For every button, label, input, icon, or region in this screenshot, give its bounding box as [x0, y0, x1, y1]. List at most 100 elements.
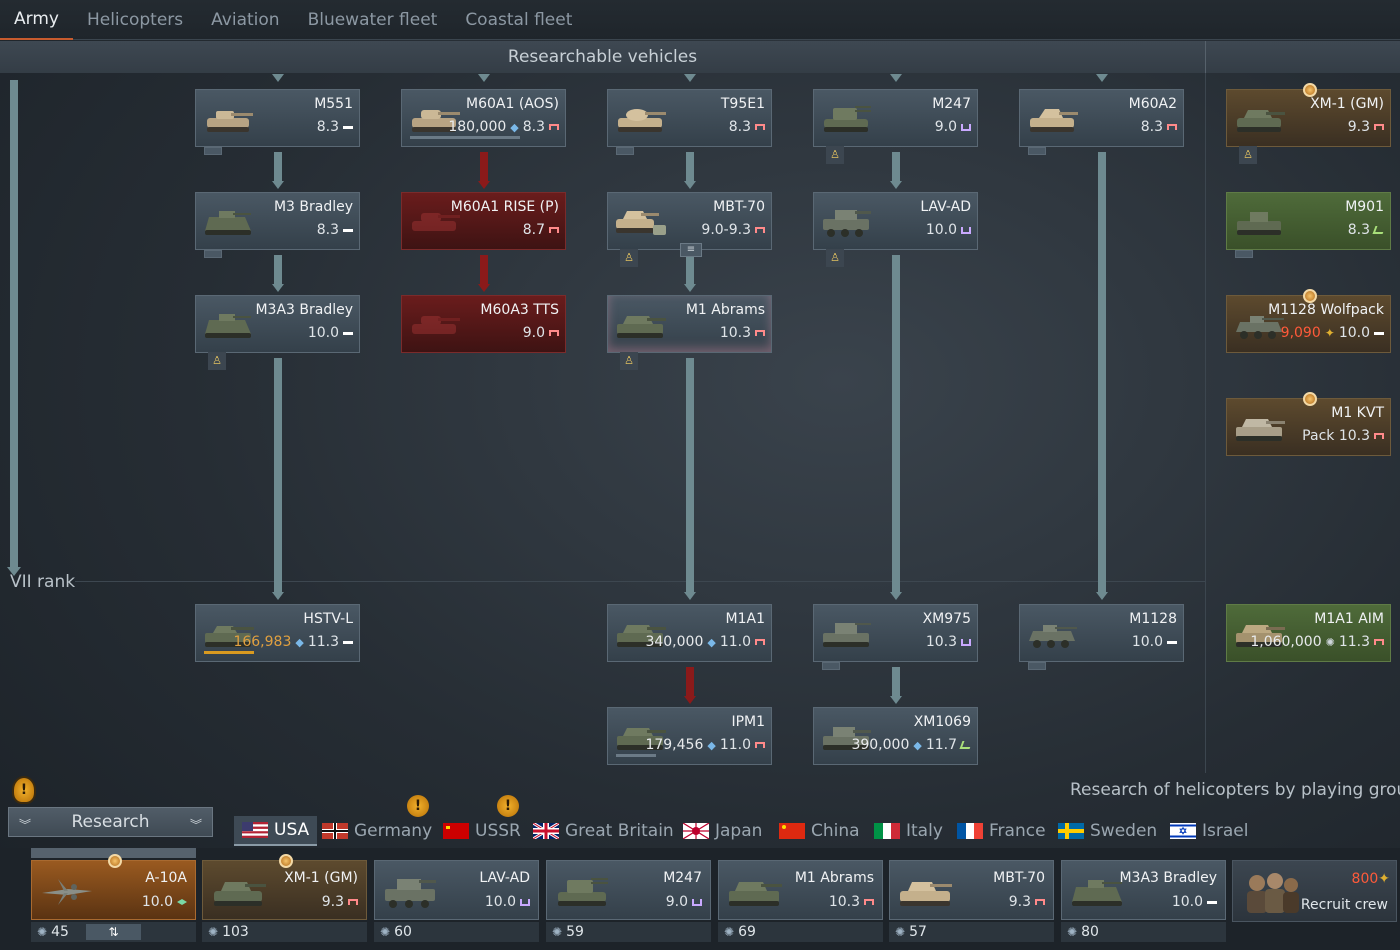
- medium-tank-icon: [1374, 124, 1384, 130]
- nation-tab-china[interactable]: China: [779, 816, 860, 846]
- nation-label: USA: [274, 820, 310, 840]
- vehicle-card-m60a1-rise-p[interactable]: M60A1 RISE (P) 8.7: [401, 192, 566, 250]
- vehicle-card-t95e1[interactable]: T95E1 8.3: [607, 89, 772, 155]
- vehicle-card-xm1-gm[interactable]: XM-1 (GM) 9.3 ♙: [1226, 83, 1391, 164]
- crew-slot-footer: ✺60: [374, 922, 539, 942]
- nation-tab-france[interactable]: France: [957, 816, 1046, 846]
- vehicle-card-m247[interactable]: M247 9.0 ♙: [813, 89, 978, 164]
- golden-eagle-icon: ✦: [1378, 871, 1390, 887]
- light-tank-icon: [343, 640, 353, 644]
- crew-slot-m3a3-bradley[interactable]: M3A3 Bradley 10.0: [1061, 860, 1226, 920]
- vehicle-card-m1128[interactable]: M1128 10.0: [1019, 604, 1184, 670]
- crew-skill-icon: ♙: [620, 352, 638, 370]
- selected-slot-indicator: [31, 848, 196, 858]
- nation-tab-usa[interactable]: USA: [234, 816, 318, 846]
- crew-slot-m1-abrams[interactable]: M1 Abrams 10.3: [718, 860, 883, 920]
- recruit-crew-button[interactable]: 800✦ Recruit crew: [1232, 860, 1397, 922]
- vehicle-card-m60a3-tts[interactable]: M60A3 TTS 9.0: [401, 295, 566, 353]
- light-tank-icon: [343, 125, 353, 129]
- japan-flag-icon: [683, 823, 709, 839]
- vehicle-card-m1a1[interactable]: M1A1 340,000◆11.0: [607, 604, 772, 662]
- crew-level: 69: [738, 924, 756, 940]
- tab-bluewater-fleet[interactable]: Bluewater fleet: [307, 9, 438, 30]
- tank-thumbnail: [214, 882, 266, 906]
- nation-tab-sweden[interactable]: Sweden: [1058, 816, 1157, 846]
- br-value: 10.3: [719, 325, 751, 341]
- tank-thumbnail: [729, 882, 782, 906]
- vehicle-name: M551: [314, 96, 353, 112]
- vehicle-card-m551[interactable]: M551 8.3: [195, 89, 360, 155]
- nation-label: Germany: [354, 821, 433, 841]
- spaa-thumbnail: [823, 623, 871, 647]
- nation-tab-great-britain[interactable]: Great Britain: [533, 816, 674, 846]
- crew-slot-m247[interactable]: M247 9.0: [546, 860, 711, 920]
- tab-coastal-fleet[interactable]: Coastal fleet: [465, 9, 573, 30]
- vehicle-card-m3-bradley[interactable]: M3 Bradley 8.3: [195, 192, 360, 258]
- section-header: Researchable vehicles: [0, 41, 1400, 73]
- tank-thumbnail: [900, 882, 952, 906]
- br-value: 11.7: [925, 737, 957, 753]
- warning-icon[interactable]: !: [12, 776, 36, 804]
- vehicle-class-tabs: Army Helicopters Aviation Bluewater flee…: [0, 0, 1400, 40]
- battle-rating: 1,060,000✺11.3: [1250, 634, 1384, 650]
- nation-tab-israel[interactable]: Israel: [1170, 816, 1248, 846]
- light-tank-icon: [343, 331, 353, 335]
- slot-battle-rating: 10.0: [1172, 894, 1217, 910]
- vehicle-card-xm1069[interactable]: XM1069 390,000◆11.7: [813, 707, 978, 765]
- swap-button[interactable]: ⇅: [86, 924, 141, 940]
- premium-icon: [108, 854, 122, 868]
- vehicle-card-m60a2[interactable]: M60A2 8.3: [1019, 89, 1184, 155]
- vehicle-card-m1-kvt[interactable]: M1 KVT Pack 10.3: [1226, 392, 1391, 456]
- battle-rating: 8.3: [317, 119, 353, 135]
- vehicle-card-lav-ad[interactable]: LAV-AD 10.0 ♙: [813, 192, 978, 267]
- research-points: 179,456: [645, 737, 704, 753]
- recruit-price: 800✦: [1352, 871, 1390, 887]
- crew-level: 59: [566, 924, 584, 940]
- tank-thumbnail: [616, 211, 666, 235]
- br-value: 11.3: [1338, 634, 1370, 650]
- crew-slot-a-10a[interactable]: A-10A 10.0: [31, 854, 196, 920]
- crew-slot-lav-ad[interactable]: LAV-AD 10.0: [374, 860, 539, 920]
- crew-avatars-icon: [1247, 873, 1299, 913]
- connector-line: [1098, 152, 1106, 593]
- vehicle-card-mbt-70[interactable]: MBT-70 9.0-9.3 ≡ ♙: [607, 192, 772, 267]
- vehicle-card-m901[interactable]: M901 8.3: [1226, 192, 1391, 258]
- battle-rating: 9.0: [935, 119, 971, 135]
- research-button[interactable]: ︾ Research ︾: [8, 807, 213, 837]
- crew-level: 103: [222, 924, 249, 940]
- vehicle-card-hstv-l[interactable]: HSTV-L 166,983◆11.3: [195, 604, 360, 662]
- nation-tab-japan[interactable]: Japan: [683, 816, 762, 846]
- slot-tag: [204, 250, 222, 258]
- crew-slot-xm1-gm[interactable]: XM-1 (GM) 9.3: [202, 854, 367, 920]
- nation-tab-ussr[interactable]: USSR: [443, 816, 521, 846]
- rp-icon: ◆: [295, 635, 304, 649]
- china-flag-icon: [779, 823, 805, 839]
- vehicle-card-m1128-wolfpack[interactable]: M1128 Wolfpack 9,090✦10.0: [1226, 289, 1391, 353]
- nation-tab-germany[interactable]: Germany: [322, 816, 432, 846]
- medium-tank-icon: [549, 330, 559, 336]
- tab-army[interactable]: Army: [0, 0, 73, 40]
- vehicle-card-m3a3-bradley[interactable]: M3A3 Bradley 10.0 ♙: [195, 295, 360, 370]
- nation-tab-italy[interactable]: Italy: [874, 816, 943, 846]
- tab-helicopters[interactable]: Helicopters: [86, 9, 184, 30]
- vehicle-card-m60a1-aos[interactable]: M60A1 (AOS) 180,000◆8.3: [401, 89, 566, 147]
- research-progress: [616, 754, 656, 757]
- crew-slot-mbt-70[interactable]: MBT-70 9.3: [889, 860, 1054, 920]
- vehicle-card-ipm1[interactable]: IPM1 179,456◆11.0: [607, 707, 772, 765]
- vehicle-card-m1a1-aim[interactable]: M1A1 AIM 1,060,000✺11.3: [1226, 604, 1391, 662]
- br-value: 8.3: [316, 119, 339, 135]
- vehicle-name: M3A3 Bradley: [255, 302, 353, 318]
- br-value: 10.3: [925, 634, 957, 650]
- medium-tank-icon: [755, 639, 765, 645]
- tab-aviation[interactable]: Aviation: [211, 9, 280, 30]
- golden-eagles-price: 9,090: [1280, 325, 1321, 341]
- connector-arrow: [272, 284, 284, 292]
- vehicle-card-m1-abrams[interactable]: M1 Abrams 10.3 ♙: [607, 295, 772, 370]
- section-title: Researchable vehicles: [507, 47, 698, 67]
- battle-rating: 10.0: [926, 222, 971, 238]
- vehicle-card-xm975[interactable]: XM975 10.3: [813, 604, 978, 670]
- group-expand-icon[interactable]: ≡: [680, 243, 702, 257]
- price-value: 800: [1351, 871, 1379, 887]
- battle-rating: 340,000◆11.0: [645, 634, 765, 650]
- tank-thumbnail: [412, 110, 460, 132]
